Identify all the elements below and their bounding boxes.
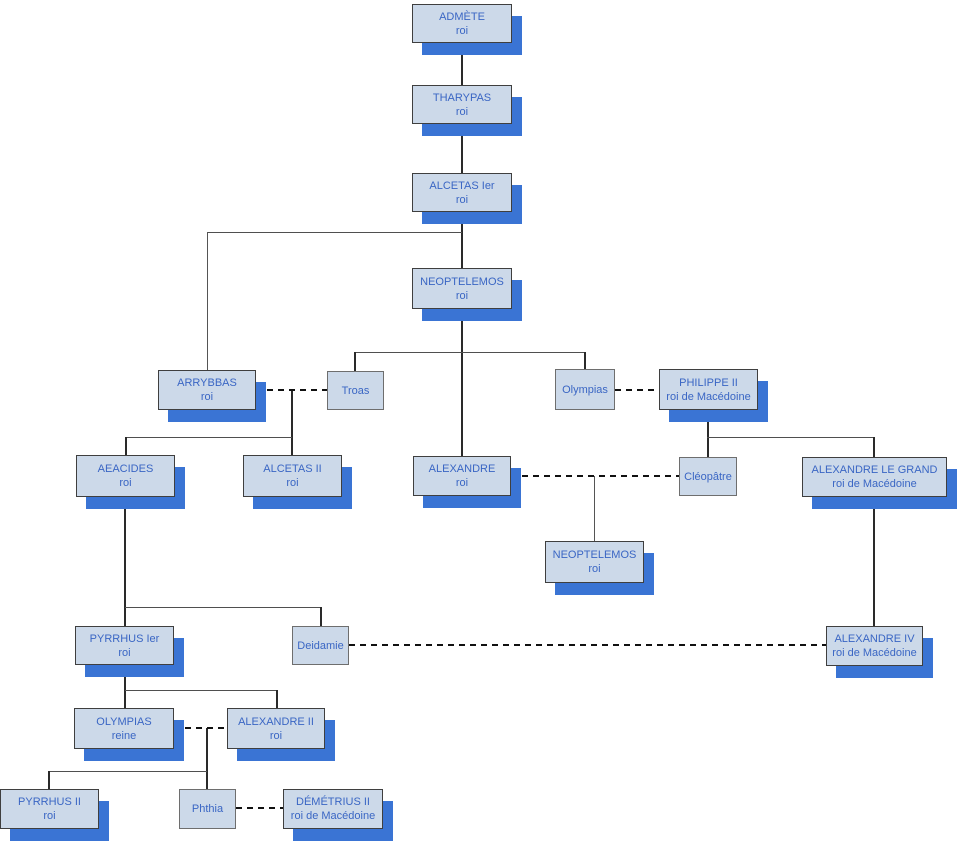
- connector-line: [125, 690, 277, 691]
- connector-line: [124, 665, 126, 708]
- node-title: OLYMPIAS: [96, 715, 152, 728]
- connector-line: [207, 232, 462, 233]
- node-title: ALCETAS II: [263, 463, 322, 475]
- node-title: Olympias: [562, 383, 608, 396]
- connector-line: [206, 728, 208, 789]
- node-subtitle: roi: [455, 477, 469, 489]
- node-aeacides: AEACIDES roi: [76, 455, 175, 497]
- node-subtitle: roi: [118, 646, 131, 659]
- node-title: THARYPAS: [432, 91, 492, 104]
- node-alcetas-1: ALCETAS Ier roi: [412, 173, 512, 212]
- node-title: Phthia: [191, 803, 224, 815]
- node-title: ALEXANDRE IV: [834, 633, 915, 645]
- node-alexandre-2: ALEXANDRE II roi: [227, 708, 325, 749]
- node-philippe-2: PHILIPPE II roi de Macédoine: [659, 369, 758, 410]
- node-subtitle: roi: [200, 391, 214, 403]
- node-subtitle: roi: [455, 289, 469, 302]
- connector-line: [584, 352, 586, 369]
- node-title: DÉMÉTRIUS II: [296, 796, 370, 808]
- node-olympias-1: Olympias: [555, 369, 615, 410]
- connector-line: [461, 43, 463, 85]
- connector-line: [124, 497, 126, 626]
- connector-line: [48, 771, 50, 789]
- connector-line: [49, 771, 207, 772]
- node-subtitle: roi de Macédoine: [832, 647, 917, 659]
- node-tharypas: THARYPAS roi: [412, 85, 512, 124]
- node-demetrius-2: DÉMÉTRIUS II roi de Macédoine: [283, 789, 383, 829]
- connector-line: [594, 476, 595, 541]
- node-troas: Troas: [327, 371, 384, 410]
- connector-line: [461, 212, 463, 268]
- node-title: AEACIDES: [97, 463, 154, 475]
- node-subtitle: roi: [455, 24, 469, 37]
- node-cleopatre: Cléopâtre: [679, 457, 737, 496]
- node-subtitle: roi de Macédoine: [290, 810, 376, 822]
- node-title: Troas: [341, 384, 370, 397]
- node-subtitle: roi: [119, 477, 132, 489]
- node-neoptelemos-1: NEOPTELEMOS roi: [412, 268, 512, 309]
- node-title: ALEXANDRE II: [238, 715, 314, 728]
- connector-line: [291, 390, 293, 455]
- node-subtitle: roi: [455, 193, 469, 206]
- node-title: PHILIPPE II: [679, 376, 738, 389]
- connector-line: [320, 607, 322, 626]
- node-pyrrhus-2: PYRRHUS II roi: [0, 789, 99, 829]
- node-neoptelemos-2: NEOPTELEMOS roi: [545, 541, 644, 583]
- connector-line: [125, 437, 127, 455]
- marriage-line: [615, 389, 659, 391]
- node-subtitle: reine: [111, 729, 137, 742]
- node-alexandre: ALEXANDRE roi: [413, 456, 511, 496]
- node-arrybbas: ARRYBBAS roi: [158, 370, 256, 410]
- connector-line: [707, 410, 709, 457]
- node-subtitle: roi: [455, 105, 469, 118]
- node-subtitle: roi: [286, 477, 299, 489]
- node-title: ALEXANDRE: [428, 463, 496, 475]
- marriage-line: [511, 475, 679, 477]
- node-subtitle: roi: [588, 563, 601, 575]
- connector-line: [207, 232, 208, 370]
- node-deidamie: Deidamie: [292, 626, 349, 665]
- connector-line: [276, 690, 278, 708]
- node-olympias-2: OLYMPIAS reine: [74, 708, 174, 749]
- node-phthia: Phthia: [179, 789, 236, 829]
- node-subtitle: roi: [269, 729, 283, 742]
- node-title: Deidamie: [297, 639, 344, 652]
- connector-line: [461, 124, 463, 173]
- node-pyrrhus-1: PYRRHUS Ier roi: [75, 626, 174, 665]
- node-alcetas-2: ALCETAS II roi: [243, 455, 342, 497]
- connector-line: [707, 437, 874, 438]
- node-title: NEOPTELEMOS: [552, 549, 637, 561]
- node-subtitle: roi: [43, 810, 56, 822]
- connector-line: [873, 497, 875, 626]
- marriage-line: [236, 807, 283, 809]
- marriage-line: [349, 644, 826, 646]
- node-title: ALEXANDRE LE GRAND: [811, 464, 938, 476]
- node-title: ADMÈTE: [439, 10, 485, 23]
- node-title: PYRRHUS Ier: [89, 632, 160, 645]
- connector-line: [461, 309, 463, 456]
- marriage-line: [256, 389, 327, 391]
- node-title: ARRYBBAS: [177, 377, 237, 389]
- node-title: PYRRHUS II: [18, 796, 81, 808]
- connector-line: [355, 352, 585, 353]
- connector-line: [354, 352, 356, 371]
- connector-line: [126, 437, 292, 438]
- connector-line: [125, 607, 321, 608]
- node-subtitle: roi de Macédoine: [666, 390, 751, 403]
- node-title: NEOPTELEMOS: [420, 275, 504, 288]
- node-alexandre-4: ALEXANDRE IV roi de Macédoine: [826, 626, 923, 666]
- node-title: ALCETAS Ier: [429, 179, 495, 192]
- node-admete: ADMÈTE roi: [412, 4, 512, 43]
- node-subtitle: roi de Macédoine: [832, 478, 917, 490]
- connector-line: [873, 437, 875, 457]
- node-alexandre-le-grand: ALEXANDRE LE GRAND roi de Macédoine: [802, 457, 947, 497]
- node-title: Cléopâtre: [684, 470, 732, 483]
- marriage-line: [174, 727, 227, 729]
